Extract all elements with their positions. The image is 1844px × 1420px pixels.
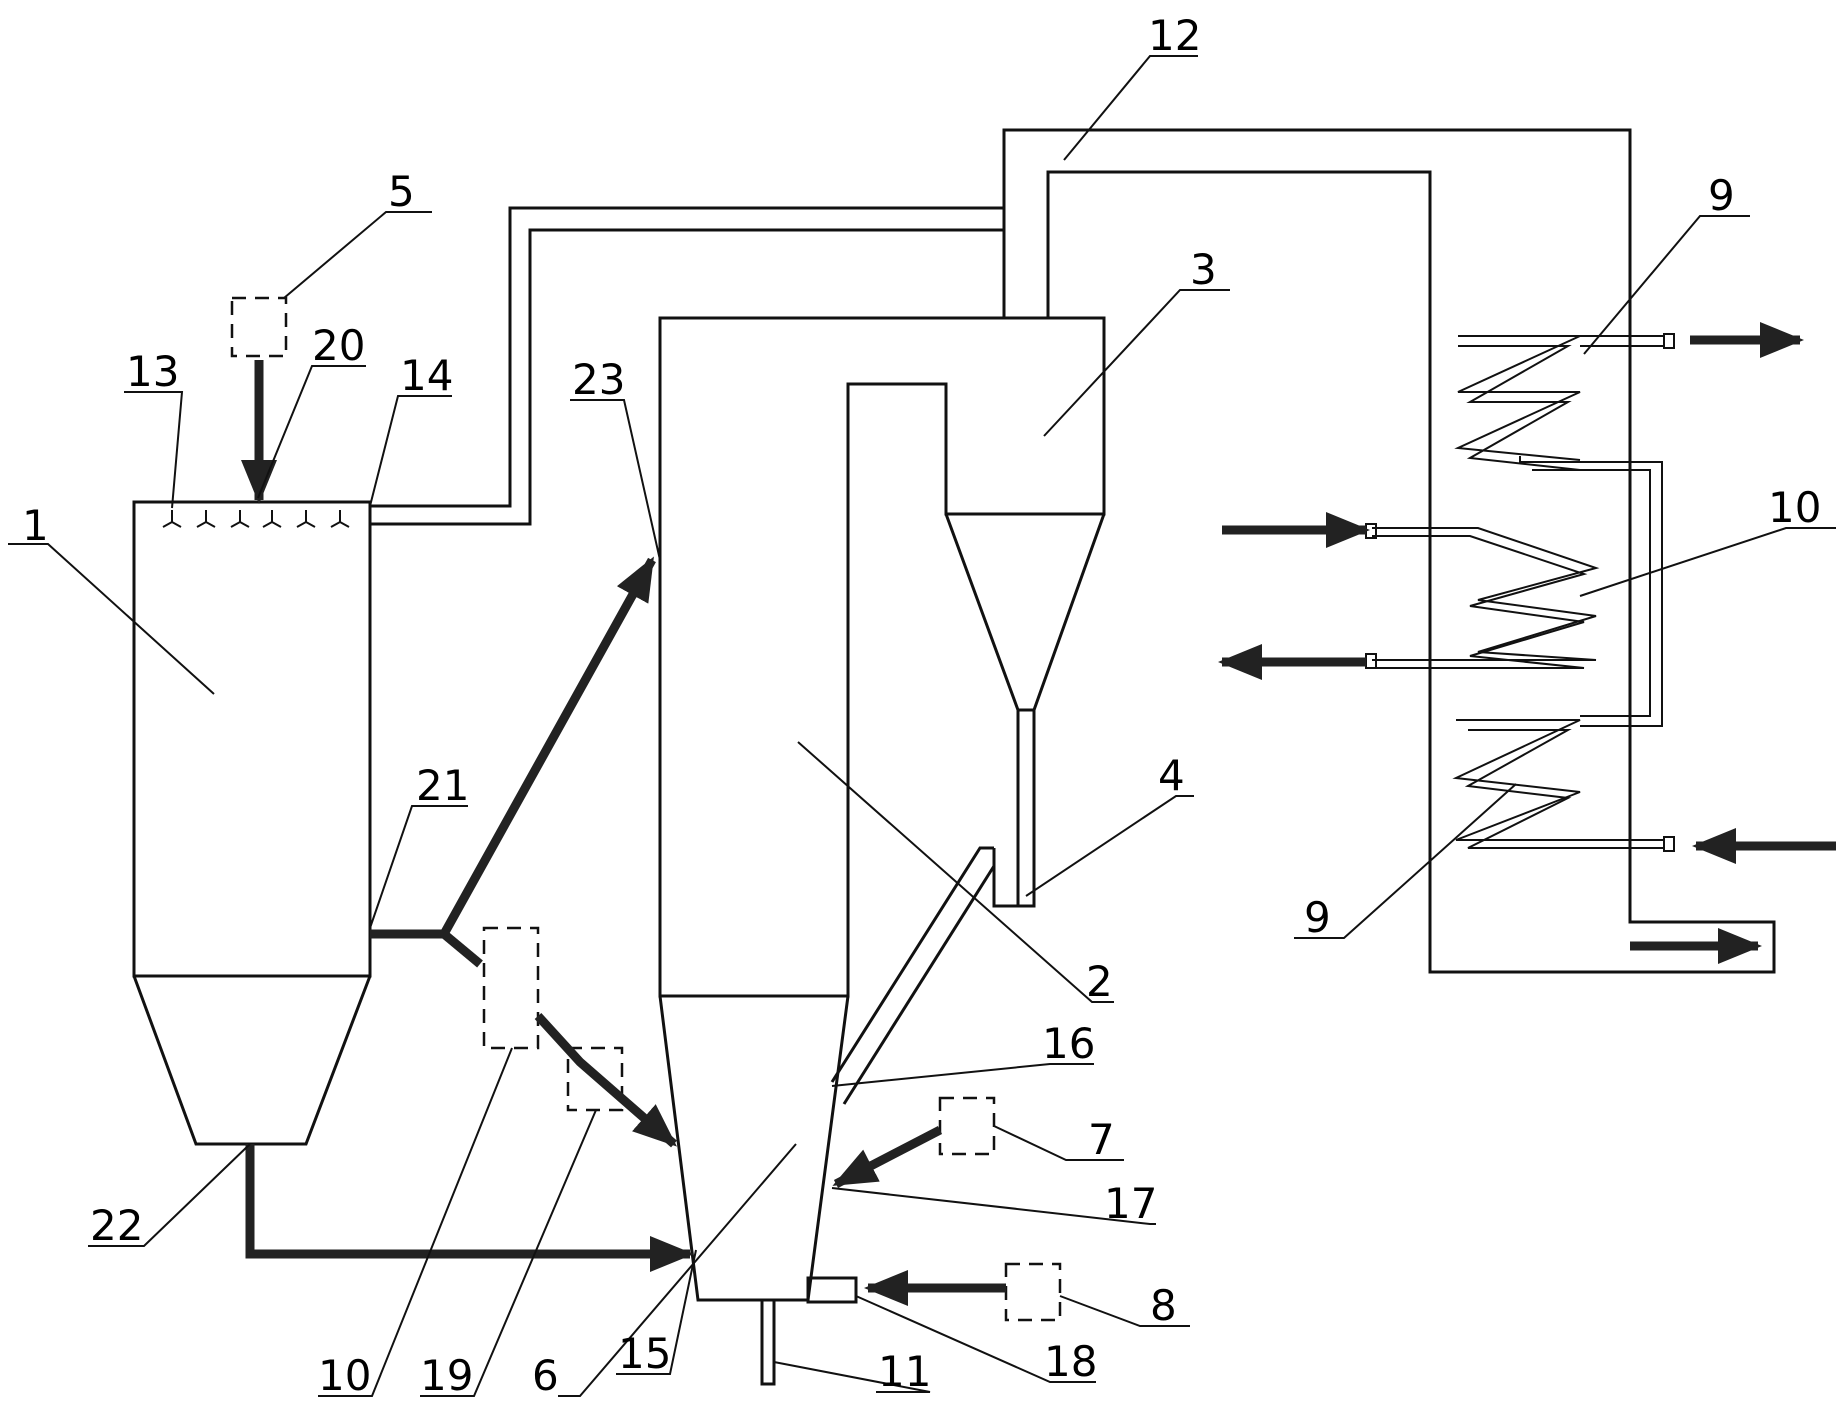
label-2: 2 xyxy=(1086,957,1113,1006)
label-3: 3 xyxy=(1190,245,1217,294)
arrow-21-to-19 xyxy=(441,930,483,968)
label-9-upper: 9 xyxy=(1708,171,1735,220)
label-4: 4 xyxy=(1158,751,1185,800)
arrow-21-to-23 xyxy=(370,556,656,939)
label-14: 14 xyxy=(400,351,453,400)
label-21: 21 xyxy=(416,761,469,810)
dashed-box-8 xyxy=(1004,1262,1062,1322)
gas-duct-12 xyxy=(1002,128,1776,974)
gas-duct-14 xyxy=(370,206,1006,526)
return-leg-4 xyxy=(830,846,1018,1105)
spray-nozzles xyxy=(162,510,350,528)
label-16: 16 xyxy=(1042,1019,1095,1068)
label-6: 6 xyxy=(532,1351,559,1400)
labels: 1 2 3 4 5 6 7 8 9 9 10 10 11 12 13 14 15… xyxy=(22,11,1821,1400)
coil-9-lower xyxy=(1452,719,1675,852)
nozzle-18 xyxy=(806,1276,858,1304)
arrow-10-to-6 xyxy=(534,1012,678,1148)
label-20: 20 xyxy=(312,321,365,370)
reactor-2 xyxy=(658,316,1106,1302)
label-11: 11 xyxy=(878,1347,931,1396)
cyclone-3 xyxy=(944,513,1106,908)
label-10-right: 10 xyxy=(1768,483,1821,532)
label-10-left: 10 xyxy=(318,1351,371,1400)
label-13: 13 xyxy=(126,347,179,396)
label-18: 18 xyxy=(1044,1337,1097,1386)
label-22: 22 xyxy=(90,1201,143,1250)
label-19: 19 xyxy=(420,1351,473,1400)
leader-lines xyxy=(8,55,1836,1397)
outlet-pipe-11 xyxy=(760,1298,776,1386)
label-5: 5 xyxy=(388,167,415,216)
label-1: 1 xyxy=(22,501,49,550)
dashed-box-5 xyxy=(230,296,288,358)
vessel-1 xyxy=(132,500,372,1146)
coil-10 xyxy=(1365,523,1600,669)
label-9-lower: 9 xyxy=(1304,893,1331,942)
coil-9-upper xyxy=(1454,333,1675,471)
arrow-22-to-15 xyxy=(245,1144,694,1272)
label-17: 17 xyxy=(1104,1179,1157,1228)
dashed-box-10 xyxy=(482,926,540,1050)
arrow-7-to-17 xyxy=(832,1126,943,1188)
label-15: 15 xyxy=(618,1329,671,1378)
label-23: 23 xyxy=(572,355,625,404)
label-7: 7 xyxy=(1088,1115,1115,1164)
dashed-box-7 xyxy=(938,1096,996,1156)
label-12: 12 xyxy=(1148,11,1201,60)
coil-connector xyxy=(1519,456,1663,727)
label-8: 8 xyxy=(1150,1281,1177,1330)
